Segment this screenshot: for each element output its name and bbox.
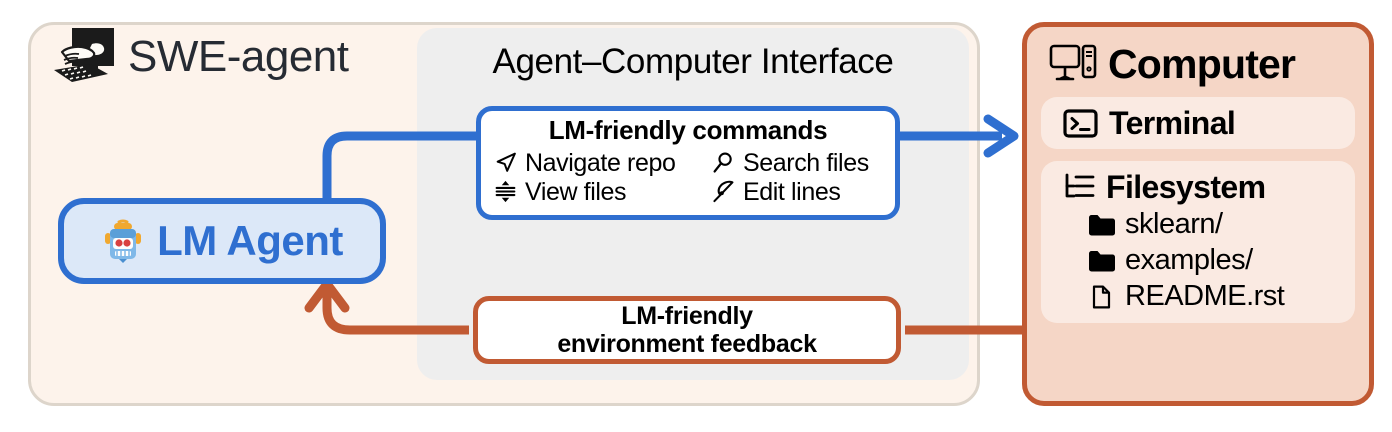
filesystem-entries: sklearn/ examples/ README.rst <box>1053 207 1343 317</box>
terminal-header: Terminal <box>1053 103 1343 143</box>
aci-title: Agent–Computer Interface <box>492 42 894 81</box>
hand-typing-on-monitor-icon <box>54 28 114 82</box>
feedback-line-1: LM-friendly <box>621 302 753 330</box>
commands-grid: Navigate repo Search files View files <box>493 149 883 206</box>
filesystem-header: Filesystem <box>1053 167 1343 207</box>
terminal-card[interactable]: Terminal <box>1041 97 1355 149</box>
file-tree-icon <box>1065 173 1095 198</box>
command-flow-arrowhead <box>983 114 1019 158</box>
commands-title: LM-friendly commands <box>548 115 828 145</box>
folder-icon <box>1089 250 1115 272</box>
environment-feedback-box: LM-friendly environment feedback <box>473 296 901 364</box>
filesystem-entry-name: README.rst <box>1125 279 1285 312</box>
line-height-icon <box>495 181 516 203</box>
command-search-files[interactable]: Search files <box>711 149 883 177</box>
lm-agent-label: LM Agent <box>157 217 343 264</box>
command-navigate-repo[interactable]: Navigate repo <box>493 149 711 177</box>
robot-face-icon <box>105 219 142 263</box>
computer-panel: Computer Terminal Filesystem <box>1022 22 1374 406</box>
filesystem-entry-name: examples/ <box>1125 243 1253 276</box>
filesystem-entry[interactable]: sklearn/ <box>1087 207 1343 243</box>
terminal-title: Terminal <box>1109 105 1236 141</box>
filesystem-entry[interactable]: examples/ <box>1087 243 1343 279</box>
swe-agent-title-text: SWE-agent <box>128 32 349 81</box>
swe-agent-title: SWE-agent <box>52 26 349 88</box>
computer-header: Computer <box>1041 43 1355 85</box>
magnifier-icon <box>713 152 732 173</box>
filesystem-card[interactable]: Filesystem sklearn/ examples/ <box>1041 161 1355 323</box>
filesystem-title: Filesystem <box>1106 169 1266 205</box>
filesystem-entry-name: sklearn/ <box>1125 208 1223 240</box>
terminal-prompt-icon <box>1063 108 1098 138</box>
command-edit-lines[interactable]: Edit lines <box>711 178 883 206</box>
computer-title: Computer <box>1108 40 1296 87</box>
lm-friendly-commands-box: LM-friendly commands Navigate repo Searc… <box>476 106 900 220</box>
command-label: View files <box>525 177 627 206</box>
command-label: Search files <box>743 148 869 177</box>
lm-agent-box[interactable]: LM Agent <box>58 198 386 284</box>
navigate-arrow-icon <box>496 153 516 173</box>
file-icon <box>1092 285 1111 309</box>
folder-icon <box>1089 214 1115 236</box>
feedback-line-2: environment feedback <box>557 330 817 358</box>
filesystem-entry[interactable]: README.rst <box>1087 279 1343 315</box>
command-label: Navigate repo <box>525 148 676 177</box>
desktop-tower-icon <box>1049 44 1097 81</box>
command-label: Edit lines <box>743 177 841 206</box>
pen-nib-icon <box>713 181 734 203</box>
command-view-files[interactable]: View files <box>493 178 711 206</box>
